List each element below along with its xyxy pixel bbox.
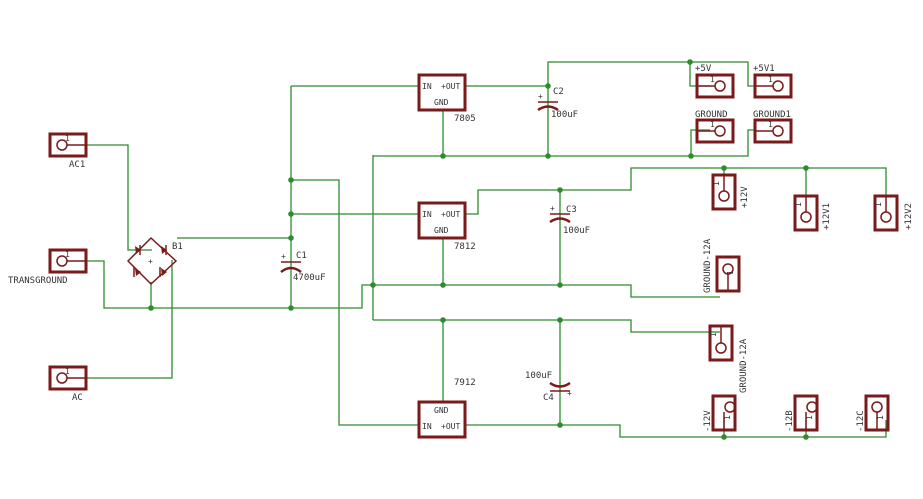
pin-number: 1 — [726, 270, 735, 275]
connector-ac[interactable]: 1 AC — [48, 365, 88, 403]
connector-label-ground12a-bottom: GROUND-12A — [739, 338, 749, 393]
svg-text:+: + — [148, 257, 153, 266]
connector-label-ground: GROUND — [695, 110, 728, 120]
svg-text:+: + — [550, 204, 555, 213]
regulator-7812[interactable]: IN +OUT GND 7812 — [417, 201, 476, 252]
connector-ac1[interactable]: 1 AC1 — [48, 132, 88, 170]
pin-number: 1 — [65, 134, 70, 143]
pin-number: 1 — [709, 332, 718, 337]
connector-label-m12v: -12V — [703, 410, 713, 432]
connector-label-p12v2: +12V2 — [904, 203, 914, 230]
pin-number: 1 — [874, 202, 883, 207]
bridge-rectifier-b1[interactable]: + B1 — [126, 236, 183, 286]
regulator-7912[interactable]: GND IN +OUT 7912 — [417, 378, 476, 439]
connector-label-m12b: -12B — [785, 410, 795, 432]
pin-gnd-label: GND — [434, 98, 449, 107]
capacitor-c1[interactable]: + C1 4700uF — [280, 251, 326, 283]
connector-p5v[interactable]: 1 +5V — [695, 64, 735, 99]
pin-number: 1 — [65, 250, 70, 259]
c1-name: C1 — [296, 251, 307, 261]
connector-p12v[interactable]: 1 +12V — [711, 173, 750, 211]
regulator-name: 7912 — [454, 378, 476, 388]
pin-number: 1 — [794, 202, 803, 207]
pin-in-label: IN — [422, 210, 432, 219]
pin-number: 1 — [768, 120, 773, 129]
junction-dots — [148, 59, 809, 440]
connector-m12b[interactable]: 1 -12B — [785, 394, 819, 432]
pin-gnd-label: GND — [434, 226, 449, 235]
connector-ground12a-bottom[interactable]: 1 GROUND-12A — [708, 324, 749, 393]
connector-label-ac1: AC1 — [69, 160, 85, 170]
connector-label-ground12a-top: GROUND-12A — [703, 238, 713, 293]
connector-p12v2[interactable]: 1 +12V2 — [873, 194, 914, 232]
pin-out-label: +OUT — [441, 210, 460, 219]
connector-label-p5v1: +5V1 — [753, 64, 775, 74]
c3-name: C3 — [566, 205, 577, 215]
regulator-name: 7812 — [454, 242, 476, 252]
svg-text:+: + — [538, 92, 543, 101]
pin-out-label: +OUT — [441, 82, 460, 91]
connector-label-transground: TRANSGROUND — [8, 276, 68, 286]
bridge-name: B1 — [172, 242, 183, 252]
connector-label-p12v1: +12V1 — [822, 203, 832, 230]
pin-number: 1 — [710, 120, 715, 129]
connector-label-ac: AC — [72, 393, 83, 403]
c2-name: C2 — [553, 87, 564, 97]
pin-number: 1 — [65, 367, 70, 376]
connector-label-p5v: +5V — [695, 64, 712, 74]
connector-transground[interactable]: 1 TRANSGROUND — [8, 248, 88, 286]
pin-in-label: IN — [422, 82, 432, 91]
pin-number: 1 — [712, 181, 721, 186]
capacitor-c3[interactable]: + C3 100uF — [549, 204, 590, 236]
pin-number: 1 — [710, 75, 715, 84]
svg-text:+: + — [567, 389, 572, 398]
capacitor-c4[interactable]: + 100uF C4 — [525, 371, 572, 403]
pin-in-label: IN — [422, 422, 432, 431]
c1-value: 4700uF — [293, 273, 326, 283]
svg-text:+: + — [281, 252, 286, 261]
connector-ground[interactable]: 1 GROUND — [695, 110, 735, 144]
pin-number: 1 — [805, 415, 814, 420]
capacitor-c2[interactable]: + C2 100uF — [537, 87, 578, 120]
c4-value: 100uF — [525, 371, 552, 381]
pin-gnd-label: GND — [434, 406, 449, 415]
pin-number: 1 — [876, 415, 885, 420]
connector-label-p12v: +12V — [740, 186, 750, 208]
c4-name: C4 — [543, 393, 554, 403]
connector-m12v[interactable]: 1 -12V — [703, 394, 737, 432]
connector-m12c[interactable]: 1 -12C — [856, 394, 890, 432]
c3-value: 100uF — [563, 226, 590, 236]
pin-number: 1 — [723, 415, 732, 420]
pin-number: 1 — [768, 75, 773, 84]
connector-label-ground1: GROUND1 — [753, 110, 791, 120]
c2-value: 100uF — [551, 110, 578, 120]
connector-label-m12c: -12C — [856, 410, 866, 432]
regulator-name: 7805 — [454, 114, 476, 124]
connector-ground1[interactable]: 1 GROUND1 — [753, 110, 793, 144]
regulator-7805[interactable]: IN +OUT GND 7805 — [417, 73, 476, 124]
connector-ground12a-top[interactable]: 1 GROUND-12A — [703, 238, 741, 293]
connector-p5v1[interactable]: 1 +5V1 — [753, 64, 793, 99]
connector-p12v1[interactable]: 1 +12V1 — [793, 194, 832, 232]
pin-out-label: +OUT — [441, 422, 460, 431]
